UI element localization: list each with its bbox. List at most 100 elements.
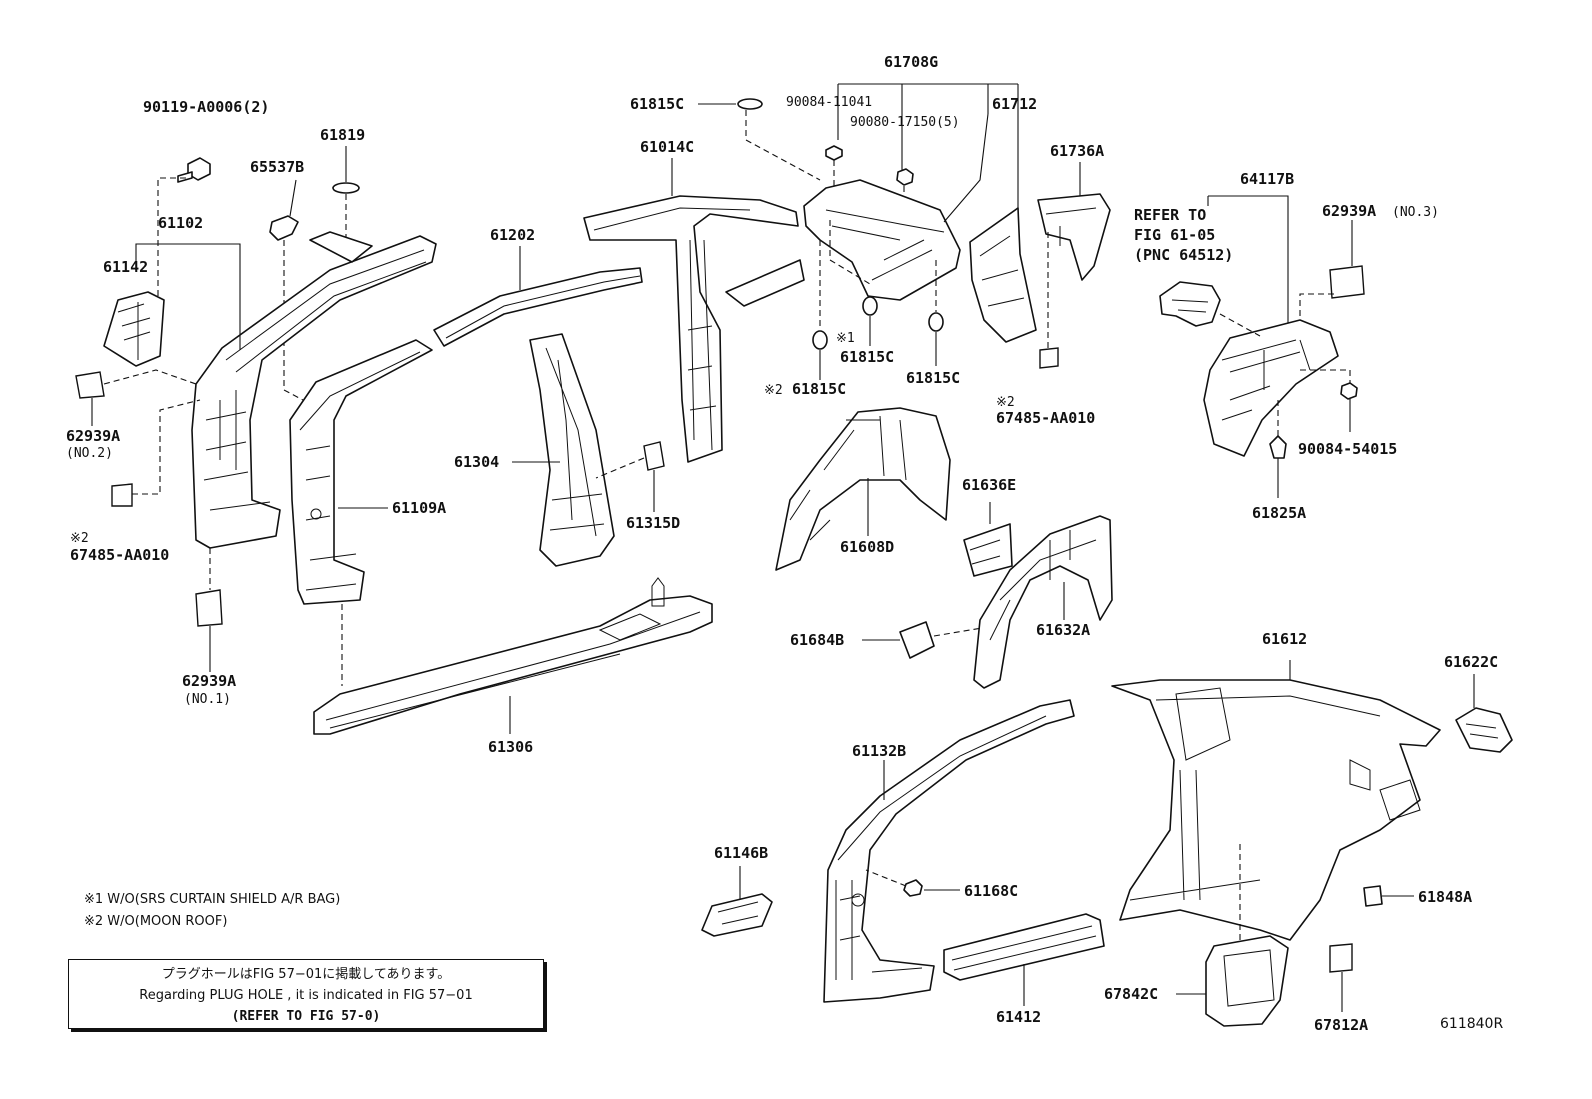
label-62939A-no3: 62939A	[1322, 202, 1376, 220]
label-no2: (NO.2)	[66, 446, 113, 461]
part-61304-icon	[529, 333, 615, 567]
label-61168C: 61168C	[964, 882, 1018, 900]
label-90084-54015: 90084-54015	[1298, 440, 1397, 458]
part-61202-icon	[433, 267, 643, 347]
part-61684B-icon	[899, 621, 935, 659]
block-62939A-no2-icon	[75, 371, 105, 399]
label-61712: 61712	[992, 95, 1037, 113]
clip-61848A-icon	[1363, 885, 1383, 907]
part-64512-ref-icon	[1159, 281, 1221, 327]
part-61109A-icon	[289, 339, 433, 605]
label-61304: 61304	[454, 453, 499, 471]
label-61014C: 61014C	[640, 138, 694, 156]
grommet-61815C-m2-icon	[812, 330, 828, 350]
notice-ref: (REFER TO FIG 57-0)	[231, 1009, 381, 1024]
part-61712-icon	[803, 179, 961, 301]
label-64117B: 64117B	[1240, 170, 1294, 188]
label-62939A-no1: 62939A	[182, 672, 236, 690]
label-67812A: 67812A	[1314, 1016, 1368, 1034]
label-61848A: 61848A	[1418, 888, 1472, 906]
label-61102: 61102	[158, 214, 203, 232]
grommet-61168C-icon	[903, 879, 923, 897]
label-90080-17150: 90080-17150(5)	[850, 115, 960, 130]
label-90084-11041: 90084-11041	[786, 95, 872, 110]
screw-90084-11041-icon	[825, 145, 843, 161]
grommet-61819-icon	[332, 182, 360, 194]
clip-65537B-icon	[269, 215, 299, 241]
label-61636E: 61636E	[962, 476, 1016, 494]
label-61608D: 61608D	[840, 538, 894, 556]
part-61622C-icon	[1455, 707, 1513, 753]
label-67842C: 67842C	[1104, 985, 1158, 1003]
pad-67485-left-icon	[111, 483, 133, 507]
grommet-61815C-right-icon	[928, 312, 944, 332]
mark-2-right: ※2	[996, 395, 1015, 410]
leader-90119	[157, 177, 186, 300]
label-61146B: 61146B	[714, 844, 768, 862]
part-61102-icon	[191, 231, 437, 549]
grommet-61815C-top-icon	[737, 98, 763, 110]
part-61315D-icon	[643, 441, 665, 471]
label-61825A: 61825A	[1252, 504, 1306, 522]
block-62939A-no1-icon	[195, 589, 223, 627]
part-61632A-icon	[973, 515, 1113, 689]
label-61315D: 61315D	[626, 514, 680, 532]
part-61412-icon	[943, 913, 1105, 981]
refer-line-1: REFER TO	[1134, 206, 1206, 224]
label-61815C-m1: 61815C	[840, 348, 894, 366]
footnote-1: ※1 W/O(SRS CURTAIN SHIELD A/R BAG)	[84, 892, 341, 907]
footnote-2: ※2 W/O(MOON ROOF)	[84, 914, 228, 929]
pad-67812A-icon	[1329, 943, 1353, 973]
figure-id: 611840R	[1440, 1016, 1504, 1032]
part-61132B-icon	[823, 699, 1075, 1003]
label-61708G: 61708G	[884, 53, 938, 71]
mark-1: ※1	[836, 331, 855, 346]
part-67842C-icon	[1205, 935, 1289, 1027]
part-61014C-icon	[583, 195, 805, 463]
part-61306-icon	[313, 577, 713, 735]
label-no1: (NO.1)	[184, 692, 231, 707]
label-61815C-m2: 61815C	[792, 380, 846, 398]
label-no3: (NO.3)	[1392, 205, 1439, 220]
notice-jp: プラグホールはFIG 57−01に掲載してあります。	[161, 967, 451, 982]
label-61736A: 61736A	[1050, 142, 1104, 160]
label-90119: 90119-A0006(2)	[143, 98, 269, 116]
part-61736A-icon	[969, 193, 1111, 343]
part-61142-icon	[103, 291, 165, 367]
label-61109A: 61109A	[392, 499, 446, 517]
part-61612-icon	[1111, 679, 1441, 941]
mark-2-left: ※2	[70, 531, 89, 546]
nut-90084-54015-icon	[1340, 382, 1358, 400]
label-61132B: 61132B	[852, 742, 906, 760]
label-61142: 61142	[103, 258, 148, 276]
label-65537B: 65537B	[250, 158, 304, 176]
label-61202: 61202	[490, 226, 535, 244]
label-61815C-top: 61815C	[630, 95, 684, 113]
notice-en: Regarding PLUG HOLE , it is indicated in…	[139, 988, 473, 1003]
plug-hole-notice: プラグホールはFIG 57−01に掲載してあります。 Regarding PLU…	[68, 959, 544, 1029]
label-62939A-no2: 62939A	[66, 427, 120, 445]
part-64117B-icon	[1203, 319, 1339, 457]
part-61146B-icon	[701, 893, 773, 937]
label-61815C-right: 61815C	[906, 369, 960, 387]
mark-2-mid: ※2	[764, 383, 783, 398]
label-61622C: 61622C	[1444, 653, 1498, 671]
label-61412: 61412	[996, 1008, 1041, 1026]
part-61608D-icon	[775, 407, 951, 571]
grommet-61815C-m1-icon	[862, 296, 878, 316]
label-61819: 61819	[320, 126, 365, 144]
refer-line-2: FIG 61-05	[1134, 226, 1215, 244]
clip-61825A-icon	[1269, 435, 1287, 459]
label-61306: 61306	[488, 738, 533, 756]
label-61612: 61612	[1262, 630, 1307, 648]
label-61632A: 61632A	[1036, 621, 1090, 639]
nut-90080-17150-icon	[896, 168, 914, 186]
label-67485-left: 67485-AA010	[70, 546, 169, 564]
label-67485-right: 67485-AA010	[996, 409, 1095, 427]
block-62939A-no3-icon	[1329, 265, 1365, 299]
label-61684B: 61684B	[790, 631, 844, 649]
bolt-90119-icon	[177, 157, 211, 183]
pad-67485-right-icon	[1039, 347, 1059, 369]
refer-line-3: (PNC 64512)	[1134, 246, 1233, 264]
